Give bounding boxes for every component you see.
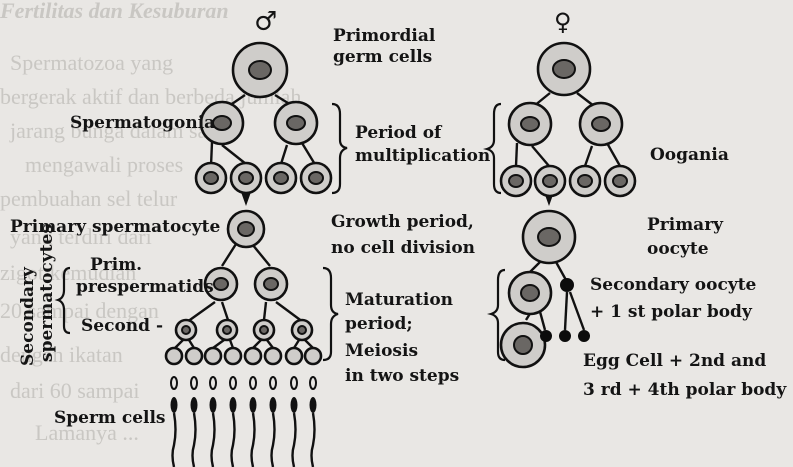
oogonia-cells	[501, 103, 635, 196]
maturation-brace	[323, 268, 338, 360]
label-maturation-4: in two steps	[345, 366, 459, 386]
fourth-polar-body	[578, 330, 590, 342]
label-primary-oocyte-1: Primary	[647, 215, 724, 235]
bg-line-10: dari 60 sampai	[10, 378, 140, 403]
multiplication-brace	[332, 104, 347, 193]
label-maturation-2: period;	[345, 314, 413, 334]
female-symbol: ♀	[554, 7, 572, 36]
label-primordial-1: Primordial	[333, 26, 436, 46]
bg-line-0: Fertilitas dan Kesuburan	[0, 0, 229, 23]
female-primordial-cell	[538, 43, 590, 95]
label-multiplication-2: multiplication	[355, 146, 490, 166]
primary-spermatocyte-cell	[228, 211, 264, 247]
label-spermatogonia: Spermatogonia	[70, 113, 215, 133]
male-symbol: ♂	[254, 7, 277, 37]
prespermatid-cells	[205, 268, 287, 300]
label-maturation-1: Maturation	[345, 290, 453, 310]
label-secondary-2: spermatocytes	[37, 224, 57, 362]
third-polar-body	[559, 330, 571, 342]
first-polar-body	[560, 278, 574, 292]
sperm-cells	[171, 377, 317, 467]
male-primordial-cell	[233, 43, 287, 97]
label-egg-cell-1: Egg Cell + 2nd and	[583, 351, 766, 371]
label-prim: Prim.	[90, 255, 142, 275]
spermatogonia-cells	[196, 102, 331, 193]
secondary-spermatocyte-cells	[176, 320, 312, 340]
label-second: Second -	[81, 316, 163, 336]
bg-line-1: Spermatozoa yang	[10, 50, 173, 75]
label-growth-1: Growth period,	[331, 212, 474, 232]
label-egg-cell-2: 3 rd + 4th polar body	[583, 380, 787, 400]
label-primary-oocyte-2: oocyte	[647, 239, 709, 259]
label-secondary-oocyte-1: Secondary oocyte	[590, 275, 757, 295]
label-primordial-2: germ cells	[333, 47, 432, 67]
bg-line-4: mengawali proses	[25, 152, 183, 177]
label-prespermatids: prespermatids	[76, 277, 214, 297]
label-multiplication-1: Period of	[355, 123, 443, 143]
second-polar-body	[540, 330, 552, 342]
primary-oocyte-cell	[523, 211, 575, 263]
label-sperm-cells: Sperm cells	[54, 408, 166, 428]
label-oogania: Oogania	[650, 145, 729, 165]
label-growth-2: no cell division	[331, 238, 475, 258]
female-multiplication-brace	[487, 104, 501, 193]
label-secondary-oocyte-2: + 1 st polar body	[590, 302, 753, 322]
bg-line-5: pembuahan sel telur	[0, 186, 178, 211]
label-maturation-3: Meiosis	[345, 341, 418, 361]
label-secondary-1: Secondary	[18, 266, 38, 366]
spermatid-cells	[166, 348, 321, 364]
